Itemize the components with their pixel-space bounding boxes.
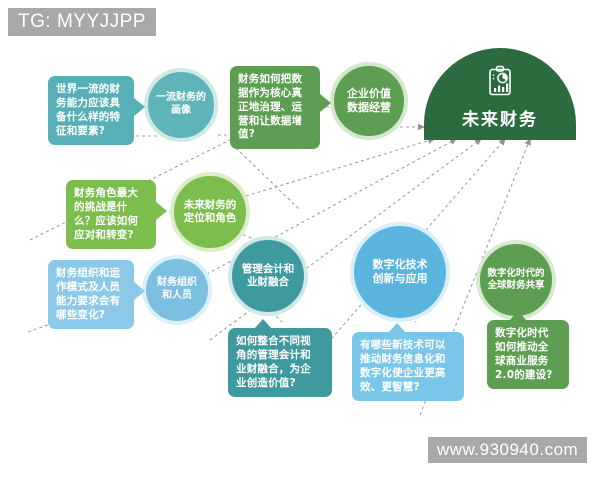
node-label: 一流财务的画像 — [156, 92, 206, 116]
callout-new-technologies[interactable]: 有哪些新技术可以 推动财务信息化和 数字化使企业更高 效、更智慧? — [352, 323, 464, 402]
node-guanli-kuaiji-yecai[interactable]: 管理会计和业财融合 — [228, 236, 308, 316]
link-fan-3 — [235, 147, 301, 211]
clipboard-chart-icon — [485, 65, 515, 101]
callout-tail — [320, 94, 331, 112]
callout-data-governance[interactable]: 财务如何把数 据作为核心真 正地治理、运 营和让数据增 值? — [230, 66, 331, 150]
goal-label: 未来财务 — [462, 110, 538, 130]
node-qiye-jiazhi-shuju-jingying[interactable]: 企业价值数据经营 — [330, 62, 408, 140]
callout-tail — [156, 202, 167, 220]
watermark-tg: TG: MYYJJPP — [8, 8, 156, 36]
callout-tail — [388, 323, 406, 333]
node-label: 数字化时代的全球财务共享 — [487, 267, 545, 291]
arrow-to-dome-1 — [245, 137, 436, 197]
node-label: 财务组织和人员 — [157, 277, 197, 301]
callout-tail — [509, 311, 527, 321]
node-weilai-caiwu-dingwei[interactable]: 未来财务的定位和角色 — [170, 172, 250, 252]
node-label: 管理会计和业财融合 — [241, 262, 295, 288]
callout-role-challenge[interactable]: 财务角色最大 的挑战是什 么？应该如何 应对和转变? — [66, 180, 167, 250]
node-label: 未来财务的定位和角色 — [183, 198, 237, 224]
callout-text: 财务组织和运 作模式及人员 能力要求会有 哪些变化? — [56, 267, 121, 321]
callout-text: 数字化时代 如何推动全 球商业服务 2.0的建设? — [495, 327, 553, 381]
callout-management-accounting[interactable]: 如何整合不同视 角的管理会计和 业财融合，为企 业创造价值? — [228, 319, 332, 398]
node-yiliu-caiwu-huaxiang[interactable]: 一流财务的画像 — [144, 68, 218, 142]
callout-tail — [254, 319, 272, 329]
node-shuzihua-jishu-chuangxin[interactable]: 数字化技术创新与应用 — [350, 222, 450, 322]
callout-tail — [134, 98, 145, 116]
node-label: 数字化技术创新与应用 — [372, 257, 428, 285]
callout-text: 财务如何把数 据作为核心真 正地治理、运 营和让数据增 值? — [238, 73, 303, 141]
callout-text: 财务角色最大 的挑战是什 么？应该如何 应对和转变? — [74, 187, 139, 241]
callout-tail — [134, 282, 145, 300]
node-quanqiu-caiwu-gongxiang[interactable]: 数字化时代的全球财务共享 — [476, 240, 556, 320]
callout-org-operating-model[interactable]: 财务组织和运 作模式及人员 能力要求会有 哪些变化? — [48, 260, 145, 330]
callout-text: 世界一流的财 务能力应该具 备什么样的特 征和要素? — [56, 83, 121, 137]
callout-world-class-finance[interactable]: 世界一流的财 务能力应该具 备什么样的特 征和要素? — [48, 76, 145, 146]
node-label: 企业价值数据经营 — [347, 86, 391, 114]
callout-global-business-services[interactable]: 数字化时代 如何推动全 球商业服务 2.0的建设? — [487, 311, 569, 390]
callout-text: 如何整合不同视 角的管理会计和 业财融合，为企 业创造价值? — [236, 335, 311, 389]
watermark-site: www.930940.com — [428, 437, 588, 463]
callout-text: 有哪些新技术可以 推动财务信息化和 数字化使企业更高 效、更智慧? — [360, 339, 446, 393]
node-caiwu-zuzhi-renyuan[interactable]: 财务组织和人员 — [142, 255, 212, 325]
